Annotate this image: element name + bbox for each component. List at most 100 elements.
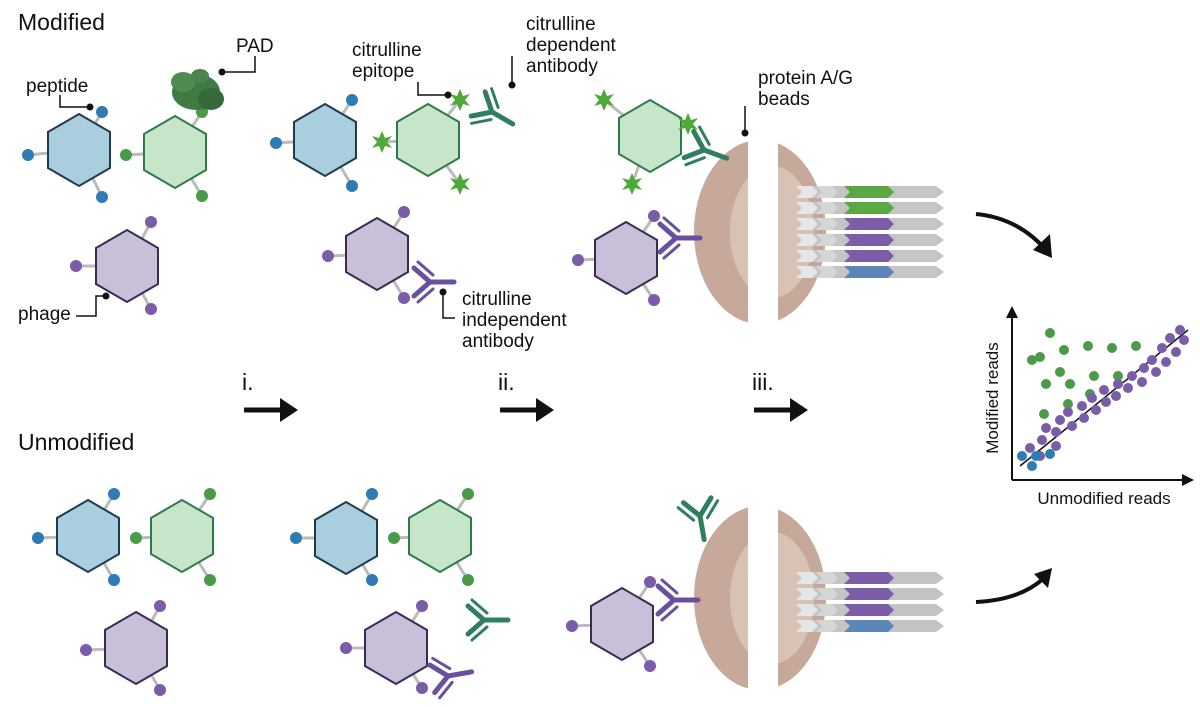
- curved-arrow-bottom: [975, 576, 1046, 604]
- green-dot: [1045, 328, 1055, 338]
- reads-bottom: [796, 572, 944, 632]
- purple-dot: [1139, 363, 1149, 373]
- phage-label: phage: [18, 304, 71, 325]
- green-dot: [1059, 345, 1069, 355]
- peptide-label: peptide: [26, 76, 88, 97]
- purple-dot: [1137, 377, 1147, 387]
- purple-dot: [1165, 333, 1175, 343]
- purple-dot: [1111, 391, 1121, 401]
- green-dot: [1041, 379, 1051, 389]
- callout-epitope: citrulline epitope: [352, 40, 452, 99]
- bead-bottom: [694, 490, 826, 707]
- step-ii-label: ii.: [498, 369, 515, 395]
- green-dot: [1027, 355, 1037, 365]
- dependent-line3: antibody: [526, 56, 598, 77]
- purple-dot: [1055, 415, 1065, 425]
- dependent-line2: dependent: [526, 35, 617, 56]
- modified-title: Modified: [18, 9, 105, 35]
- pad-enzyme: [171, 69, 224, 110]
- callout-pad: PAD: [218, 36, 274, 76]
- epitope-line1: citrulline: [352, 40, 422, 61]
- y-axis-label: Modified reads: [983, 342, 1002, 454]
- purple-dot: [1025, 443, 1035, 453]
- green-dot: [1063, 399, 1073, 409]
- independent-line2: independent: [462, 310, 567, 331]
- phage-purple-bottom-c: [566, 576, 656, 672]
- purple-dot: [1161, 357, 1171, 367]
- blue-dot: [1017, 451, 1027, 461]
- purple-dot: [1077, 401, 1087, 411]
- antibody-independent-b: [414, 262, 454, 302]
- phage-purple-top-c: [572, 210, 660, 306]
- dots-green: [1027, 328, 1141, 419]
- phage-purple-top-b: [322, 206, 410, 304]
- blue-dot: [1045, 449, 1055, 459]
- bead-top: [694, 120, 826, 350]
- step-i-label: i.: [242, 369, 254, 395]
- callout-independent: citrulline independent antibody: [439, 288, 567, 352]
- green-dot: [1089, 371, 1099, 381]
- phage-purple-top-a: [70, 216, 159, 315]
- callout-beads: protein A/G beads: [741, 68, 853, 137]
- purple-dot: [1051, 441, 1061, 451]
- antibody-dependent-b: [468, 87, 523, 142]
- purple-dot: [1063, 407, 1073, 417]
- antibody-independent-bottom-c: [658, 580, 698, 620]
- independent-line3: antibody: [462, 331, 534, 352]
- antibody-independent-bottom-b: [429, 652, 475, 698]
- purple-dot: [1041, 423, 1051, 433]
- purple-dot: [1067, 421, 1077, 431]
- purple-dot: [1099, 385, 1109, 395]
- purple-dot: [1179, 335, 1189, 345]
- step-i: i.: [242, 369, 298, 422]
- purple-dot: [1123, 383, 1133, 393]
- phage-green-bottom-b: [388, 488, 474, 586]
- purple-dot: [1175, 325, 1185, 335]
- independent-line1: citrulline: [462, 289, 532, 310]
- phage-green-top-b: [372, 89, 470, 195]
- unmodified-title: Unmodified: [18, 429, 134, 455]
- curved-arrow-top-head: [1033, 234, 1052, 258]
- blue-dot: [1031, 451, 1041, 461]
- purple-dot: [1147, 355, 1157, 365]
- pad-label: PAD: [236, 36, 274, 57]
- callout-phage: phage: [18, 292, 110, 325]
- beads-line2: beads: [758, 89, 810, 110]
- callout-peptide: peptide: [26, 76, 94, 111]
- blue-dot: [1027, 461, 1037, 471]
- green-dot: [1131, 341, 1141, 351]
- curved-arrow-bottom-head: [1034, 568, 1052, 588]
- purple-dot: [1087, 393, 1097, 403]
- phage-green-top-a: [120, 106, 208, 202]
- dots-purple: [1025, 325, 1189, 461]
- purple-dot: [1157, 343, 1167, 353]
- phage-blue-bottom-b: [290, 488, 378, 586]
- antibody-dependent-bottom-b: [468, 600, 508, 640]
- green-dot: [1039, 409, 1049, 419]
- purple-dot: [1051, 427, 1061, 437]
- purple-dot: [1037, 435, 1047, 445]
- epitope-line2: epitope: [352, 61, 414, 82]
- curved-arrow-top: [975, 212, 1048, 252]
- phage-green-bottom-a: [130, 488, 216, 586]
- green-dot: [1065, 379, 1075, 389]
- purple-dot: [1091, 405, 1101, 415]
- purple-dot: [1113, 379, 1123, 389]
- step-iii: iii.: [752, 369, 808, 422]
- green-dot: [1113, 371, 1123, 381]
- green-dot: [1055, 367, 1065, 377]
- x-axis-label: Unmodified reads: [1037, 489, 1170, 508]
- green-dot: [1035, 352, 1045, 362]
- reads-top: [796, 186, 944, 278]
- purple-dot: [1101, 397, 1111, 407]
- step-ii: ii.: [498, 369, 554, 422]
- callout-dependent: citrulline dependent antibody: [508, 14, 617, 89]
- phage-green-top-c: [594, 89, 698, 195]
- phage-purple-bottom-b: [340, 600, 428, 694]
- phage-blue-bottom-a: [32, 488, 120, 586]
- green-dot: [1083, 341, 1093, 351]
- purple-dot: [1171, 347, 1181, 357]
- dependent-line1: citrulline: [526, 14, 596, 35]
